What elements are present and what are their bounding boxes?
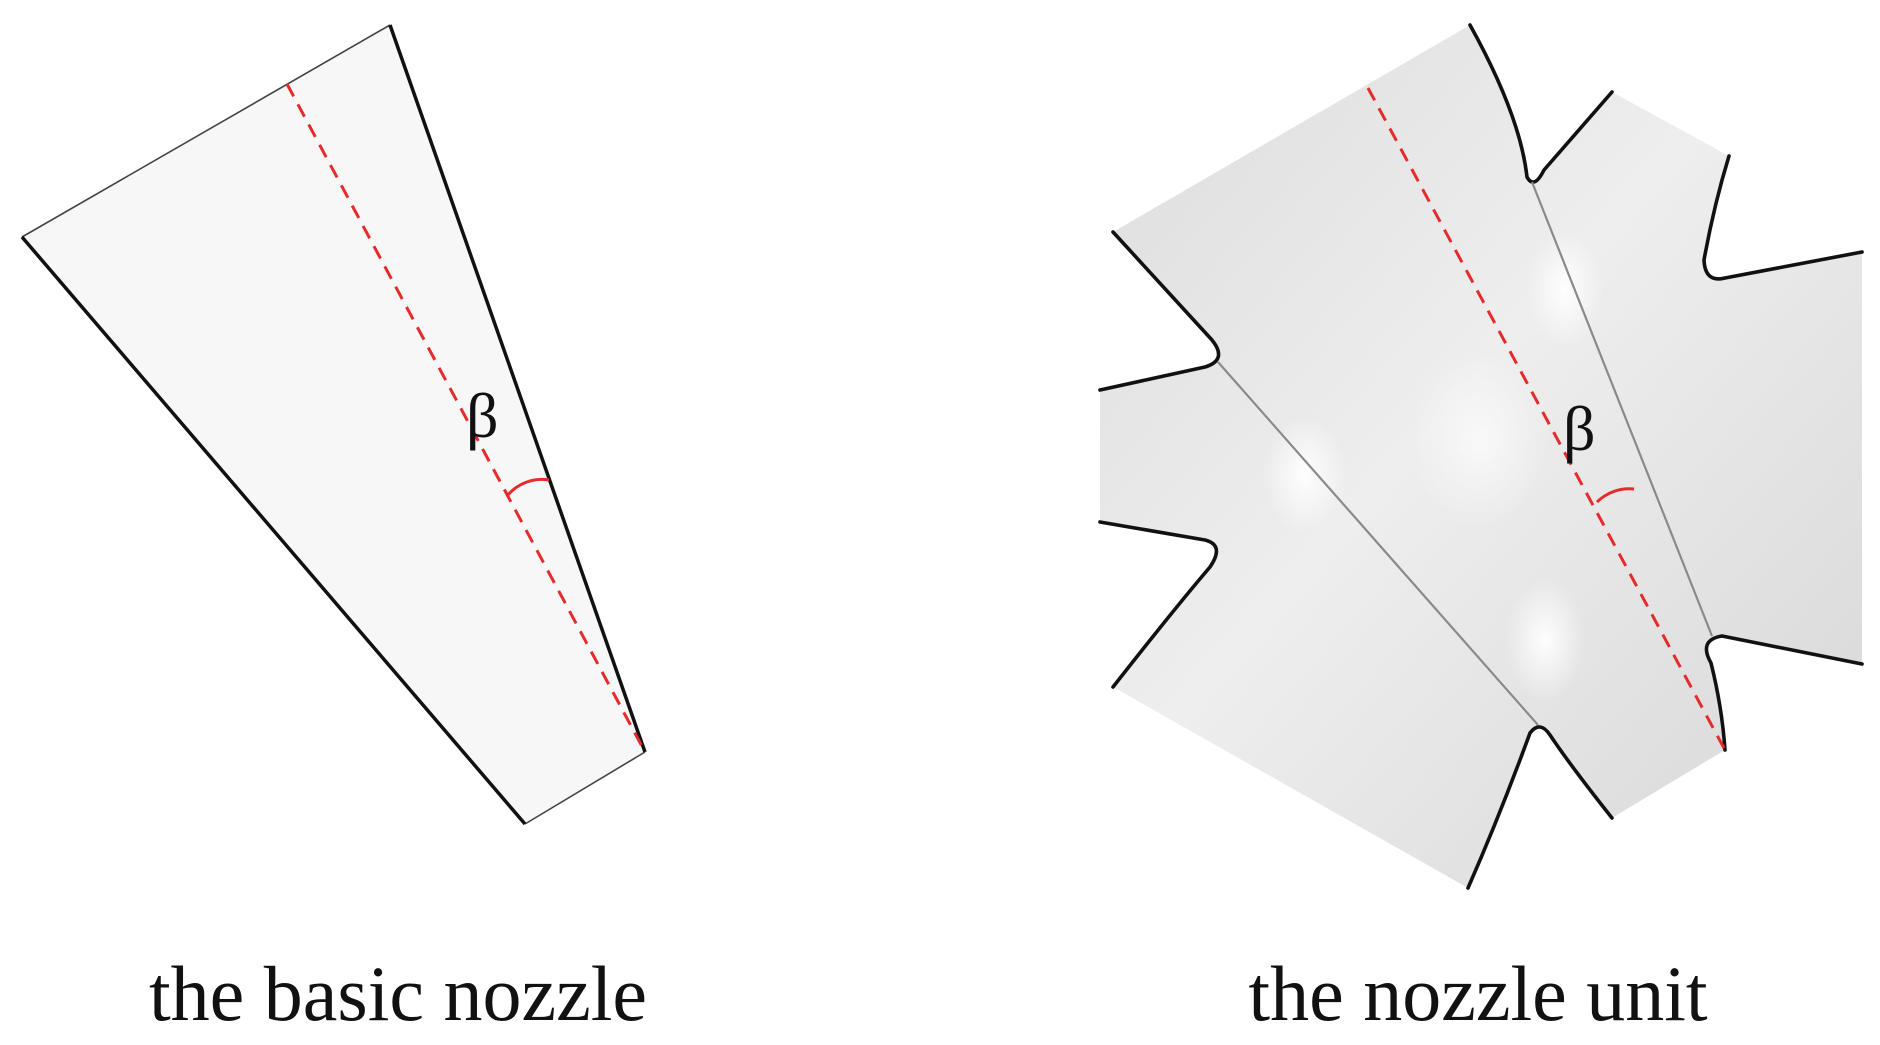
nozzle-unit-beta-label: β [1563, 393, 1596, 464]
basic-nozzle-inlet-edge [21, 24, 391, 238]
nozzle-unit-seam-left [1217, 361, 1539, 726]
basic-nozzle-axis-line [285, 83, 647, 753]
nozzle-unit-highlight-center [1410, 350, 1550, 530]
nozzle-unit-highlight-left [1263, 417, 1347, 533]
basic-nozzle-right-wall [388, 24, 647, 753]
nozzle-unit-highlight-top [1527, 232, 1603, 348]
nozzle-unit-angle-arc [1595, 487, 1635, 504]
basic-nozzle-angle-arc [505, 477, 550, 497]
nozzle-unit-axis-line [1366, 87, 1727, 751]
nozzle-unit-panel: β [1098, 23, 1864, 890]
basic-nozzle-left-wall [20, 235, 527, 826]
nozzle-unit-walls [1098, 23, 1864, 890]
nozzle-unit-highlight-bottom [1505, 578, 1585, 702]
nozzle-unit-caption: the nozzle unit [1248, 950, 1707, 1037]
nozzle-unit-seam-right [1530, 181, 1714, 637]
basic-nozzle-caption: the basic nozzle [149, 950, 647, 1037]
basic-nozzle-panel: β [20, 24, 647, 826]
basic-nozzle-beta-label: β [466, 380, 499, 451]
basic-nozzle-shape [22, 25, 645, 824]
basic-nozzle-outlet-edge [524, 751, 646, 825]
